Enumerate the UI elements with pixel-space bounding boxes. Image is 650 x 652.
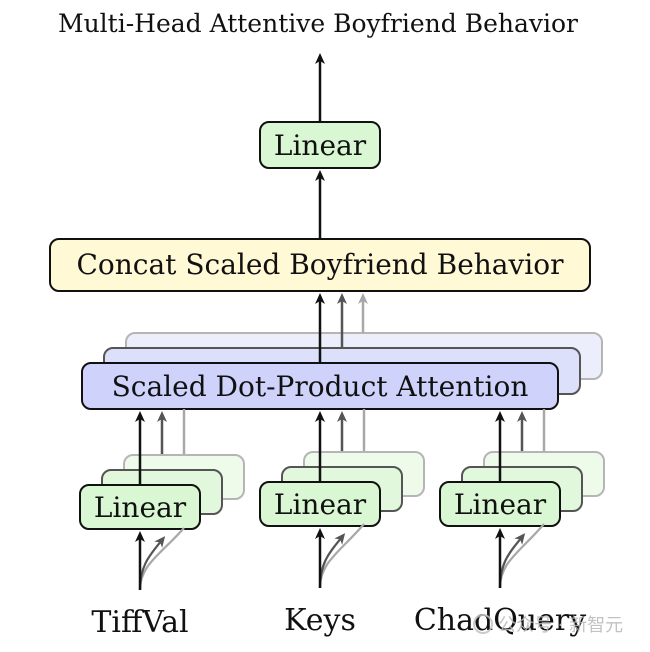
fan-chadquery-2	[498, 533, 526, 589]
watermark: 公众号 · 新智元	[473, 614, 623, 636]
concat-label: Concat Scaled Boyfriend Behavior	[76, 248, 564, 281]
fan-keys-2	[318, 533, 346, 589]
keys-linear-box	[259, 481, 381, 527]
input-label-tiffval: TiffVal	[91, 605, 188, 640]
tiffval-linear-box	[79, 484, 201, 530]
fan-tiffval-2	[138, 536, 166, 591]
concat-box: Concat Scaled Boyfriend Behavior	[49, 238, 591, 292]
input-label-chadquery: ChadQuery	[414, 603, 586, 638]
attention-box: Scaled Dot-Product Attention	[81, 362, 559, 410]
chadquery-linear-box	[439, 481, 561, 527]
watermark-text: 公众号 · 新智元	[498, 615, 623, 636]
input-column-keys: Linear Keys	[259, 409, 425, 638]
input-column-tiffval: Linear TiffVal	[79, 409, 245, 640]
fan-keys-3	[318, 523, 365, 589]
fan-chadquery-3	[498, 523, 545, 589]
input-label-keys: Keys	[284, 603, 356, 638]
top-linear-box: Linear	[259, 121, 381, 169]
attention-label: Scaled Dot-Product Attention	[112, 370, 529, 403]
input-column-chadquery: Linear ChadQuery	[414, 409, 605, 638]
diagram-title: Multi-Head Attentive Boyfriend Behavior	[58, 9, 578, 38]
chadquery-linear-label: Linear	[454, 488, 547, 521]
watermark-logo-icon	[473, 614, 493, 634]
tiffval-linear-label: Linear	[94, 491, 187, 524]
keys-linear-label: Linear	[274, 488, 367, 521]
top-linear-label: Linear	[274, 129, 367, 162]
